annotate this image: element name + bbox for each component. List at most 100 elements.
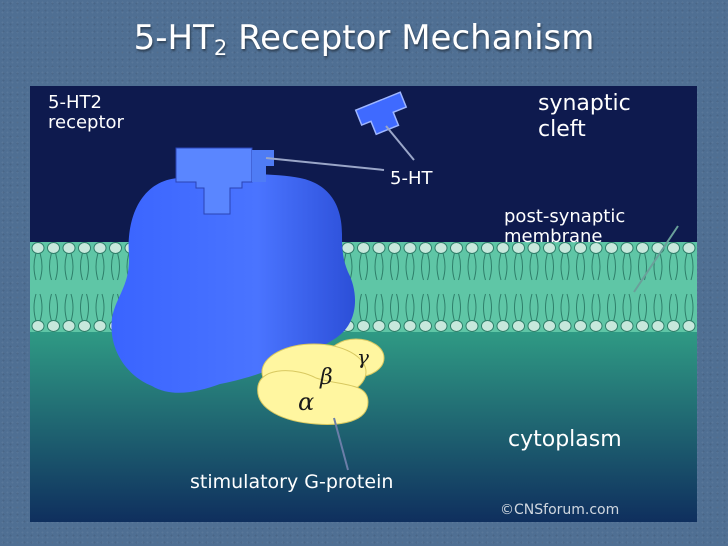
label-gamma: γ <box>357 345 369 369</box>
lipid-head <box>93 320 107 332</box>
lipid-tail <box>498 252 508 281</box>
lipid-tail <box>483 293 492 322</box>
lipid-head <box>419 242 432 254</box>
lipid-tail <box>64 293 74 322</box>
lipid-head <box>527 242 541 254</box>
lipid-head <box>47 242 60 254</box>
receptor-diagram: γ β α 5-HT2 receptor synaptic cleft 5-HT… <box>30 86 697 522</box>
label-credit: ©CNSforum.com <box>500 502 619 518</box>
lipid-head <box>372 242 386 254</box>
lipid-tail <box>374 293 384 322</box>
lipid-tail <box>405 293 415 322</box>
lipid-head <box>605 242 618 254</box>
lipid-tail <box>111 252 120 281</box>
lipid-head <box>78 242 91 254</box>
lipid-head <box>589 320 603 332</box>
lipid-head <box>636 320 649 332</box>
label-cytoplasm: cytoplasm <box>508 427 622 452</box>
lipid-tail <box>622 293 632 322</box>
label-receptor-line2: receptor <box>48 112 125 133</box>
lipid-head <box>574 320 587 332</box>
lipid-head <box>388 320 401 332</box>
lipid-tail <box>95 293 105 322</box>
lipid-head <box>558 242 572 254</box>
lipid-tail <box>436 293 446 322</box>
lipid-head <box>465 320 479 332</box>
lipid-head <box>62 320 76 332</box>
slide-title: 5-HT2 Receptor Mechanism <box>0 14 728 72</box>
label-receptor-line1: 5-HT2 <box>48 92 102 113</box>
lipid-tail <box>560 293 570 322</box>
lipid-tail <box>359 252 368 281</box>
lipid-tail <box>514 293 523 322</box>
lipid-tail <box>607 252 616 281</box>
lipid-tail <box>653 252 663 281</box>
label-gprotein: stimulatory G-protein <box>190 471 393 493</box>
lipid-tail <box>607 293 616 322</box>
lipid-head <box>450 242 463 254</box>
lipid-head <box>682 242 696 254</box>
lipid-head <box>93 242 107 254</box>
lipid-tail <box>560 252 570 281</box>
leader-membrane <box>633 225 679 293</box>
lipid-tail <box>421 252 430 281</box>
lipid-tail <box>638 293 647 322</box>
lipid-tail <box>452 293 461 322</box>
lipid-head <box>481 242 494 254</box>
g-protein: γ β α <box>257 338 385 425</box>
lipid-tail <box>576 293 585 322</box>
title-main: 5-HT <box>133 18 214 58</box>
lipid-head <box>78 320 91 332</box>
lipid-tail <box>514 252 523 281</box>
lipid-head <box>465 242 479 254</box>
lipid-tail <box>545 252 554 281</box>
lipid-tail <box>591 252 601 281</box>
leader-receptor <box>265 157 385 171</box>
lipid-head <box>434 320 448 332</box>
lipid-head <box>357 242 370 254</box>
lipid-head <box>667 242 680 254</box>
lipid-tail <box>95 252 105 281</box>
lipid-tail <box>622 252 632 281</box>
lipid-tail <box>483 252 492 281</box>
receptor-body <box>111 174 356 393</box>
lipid-tail <box>529 293 539 322</box>
lipid-tail <box>405 252 415 281</box>
lipid-tail <box>576 252 585 281</box>
lipid-head <box>620 242 634 254</box>
lipid-tail <box>591 293 601 322</box>
lipid-head <box>341 242 355 254</box>
lipid-tail <box>669 252 678 281</box>
lipid-head <box>620 320 634 332</box>
lipid-head <box>62 242 76 254</box>
title-subscript: 2 <box>213 36 228 60</box>
lipid-head <box>574 242 587 254</box>
lipid-tail <box>545 293 554 322</box>
leader-ligand <box>385 125 415 161</box>
lipid-tail <box>49 293 58 322</box>
lipid-tail <box>33 252 43 281</box>
lipid-head <box>31 242 45 254</box>
lipid-tail <box>684 252 694 281</box>
lipid-head <box>357 320 370 332</box>
lipid-tail <box>498 293 508 322</box>
lipid-tail <box>80 293 89 322</box>
lipid-tail <box>638 252 647 281</box>
lipid-head <box>589 242 603 254</box>
lipid-head <box>605 320 618 332</box>
lipid-head <box>543 242 556 254</box>
lipid-head <box>47 320 60 332</box>
lipid-head <box>667 320 680 332</box>
lipid-tail <box>359 293 368 322</box>
lipid-head <box>419 320 432 332</box>
lipid-tail <box>80 252 89 281</box>
label-membrane-line1: post-synaptic <box>504 206 625 227</box>
lipid-tail <box>669 293 678 322</box>
lipid-head <box>636 242 649 254</box>
lipid-tail <box>33 293 43 322</box>
lipid-head <box>403 242 417 254</box>
lipid-head <box>512 320 525 332</box>
label-5ht: 5-HT <box>390 168 433 189</box>
lipid-tail <box>467 293 477 322</box>
lipid-head <box>450 320 463 332</box>
